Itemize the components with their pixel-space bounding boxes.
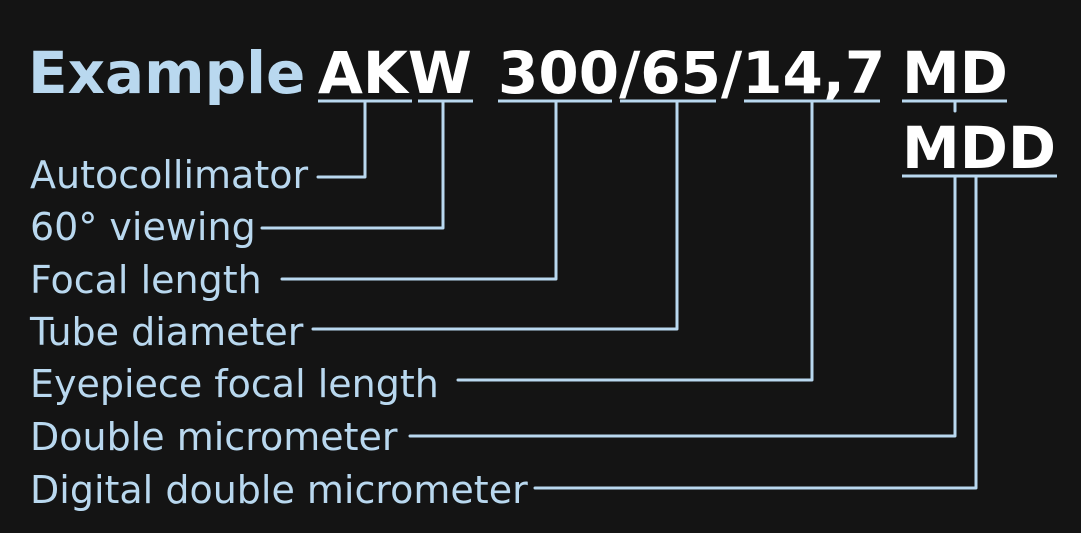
connector-viewing (260, 99, 445, 230)
label-digital-double-micrometer: Digital double micrometer (30, 468, 528, 512)
label-autocollimator: Autocollimator (30, 153, 308, 197)
code-mdd: MDD (902, 114, 1056, 182)
label-double-micrometer: Double micrometer (30, 415, 398, 459)
connector-double-micrometer (408, 174, 957, 438)
code-akw: AKW (318, 39, 472, 107)
label-viewing: 60° viewing (30, 205, 256, 249)
connector-autocollimator (316, 99, 367, 179)
label-eyepiece-focal-length: Eyepiece focal length (30, 362, 439, 406)
label-focal-length: Focal length (30, 258, 262, 302)
code-dimensions: 300/65/14,7 (498, 39, 885, 107)
example-heading: Example (28, 39, 305, 107)
connector-digital-double-micrometer (533, 174, 978, 490)
connector-eyepiece (456, 99, 814, 382)
code-md: MD (902, 39, 1008, 107)
connector-focal-length (280, 99, 558, 281)
connector-tube-diameter (311, 99, 679, 331)
label-tube-diameter: Tube diameter (29, 310, 304, 354)
